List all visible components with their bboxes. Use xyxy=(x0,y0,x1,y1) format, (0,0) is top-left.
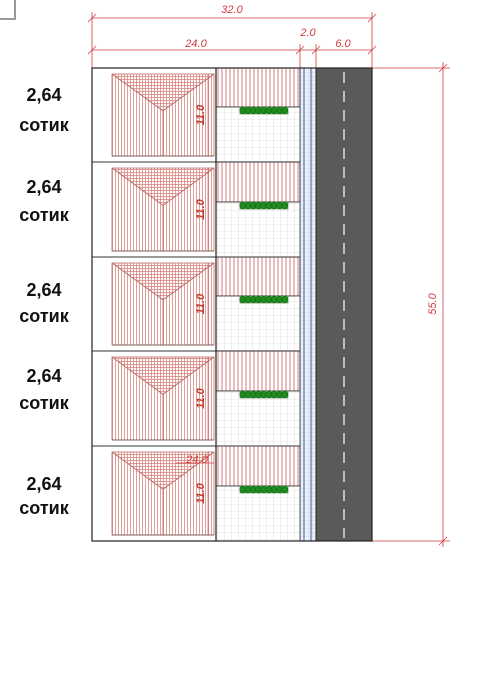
dimension-lines xyxy=(87,12,450,547)
house-roof xyxy=(111,73,215,157)
plot-area-value: 2,64 xyxy=(26,177,61,197)
house-roof xyxy=(111,356,215,441)
terrace xyxy=(215,350,301,392)
terrace xyxy=(215,445,301,487)
plots-layer: 11.02,64сотик11.02,64сотик11.02,64сотик1… xyxy=(19,67,301,542)
plot-area-unit: сотик xyxy=(19,306,69,326)
paved-yard xyxy=(215,390,301,447)
plot-area-value: 2,64 xyxy=(26,280,61,300)
plot-row: 11.0 2,64 сотик xyxy=(19,161,301,258)
paved-yard xyxy=(215,295,301,352)
hedge xyxy=(239,106,289,115)
strip-width-dimension: 2.0 xyxy=(299,27,316,39)
plot-area-value: 2,64 xyxy=(26,85,61,105)
house-roof xyxy=(111,167,215,252)
plot-area-unit: сотик xyxy=(19,115,69,135)
plot-width-dimension: 11.0 xyxy=(195,482,207,503)
house-roof xyxy=(111,451,215,536)
paved-yard xyxy=(215,106,301,163)
plot-row: 11.0 2,64 сотик xyxy=(19,350,301,447)
paved-yard xyxy=(215,201,301,258)
plots-width-dimension: 24.0 xyxy=(184,38,207,50)
terrace xyxy=(215,161,301,203)
last-plot-depth-dimension: 24.0 xyxy=(185,454,208,466)
plot-area-value: 2,64 xyxy=(26,474,61,494)
total-height-dimension: 55.0 xyxy=(427,292,439,314)
plot-width-dimension: 11.0 xyxy=(195,198,207,219)
plot-width-dimension: 11.0 xyxy=(195,293,207,314)
road-strip xyxy=(299,67,373,542)
plot-area-unit: сотик xyxy=(19,393,69,413)
plot-row: 11.0 2,64 сотик xyxy=(19,256,301,352)
plot-row: 11.0 2,64 сотик xyxy=(19,67,301,163)
window-corner-mark xyxy=(0,0,16,20)
hedge xyxy=(239,201,289,210)
terrace xyxy=(215,256,301,297)
total-width-dimension: 32.0 xyxy=(221,4,243,16)
hedge xyxy=(239,295,289,304)
road-width-dimension: 6.0 xyxy=(335,38,351,50)
house-roof xyxy=(111,262,215,346)
plot-width-dimension: 11.0 xyxy=(195,104,207,125)
plot-area-unit: сотик xyxy=(19,205,69,225)
plot-area-value: 2,64 xyxy=(26,366,61,386)
hedge xyxy=(239,390,289,399)
paved-yard xyxy=(215,485,301,542)
plot-width-dimension: 11.0 xyxy=(195,387,207,408)
hedge xyxy=(239,485,289,494)
terrace xyxy=(215,67,301,108)
plot-row: 11.0 2,64 сотик xyxy=(19,445,301,542)
plot-area-unit: сотик xyxy=(19,498,69,518)
